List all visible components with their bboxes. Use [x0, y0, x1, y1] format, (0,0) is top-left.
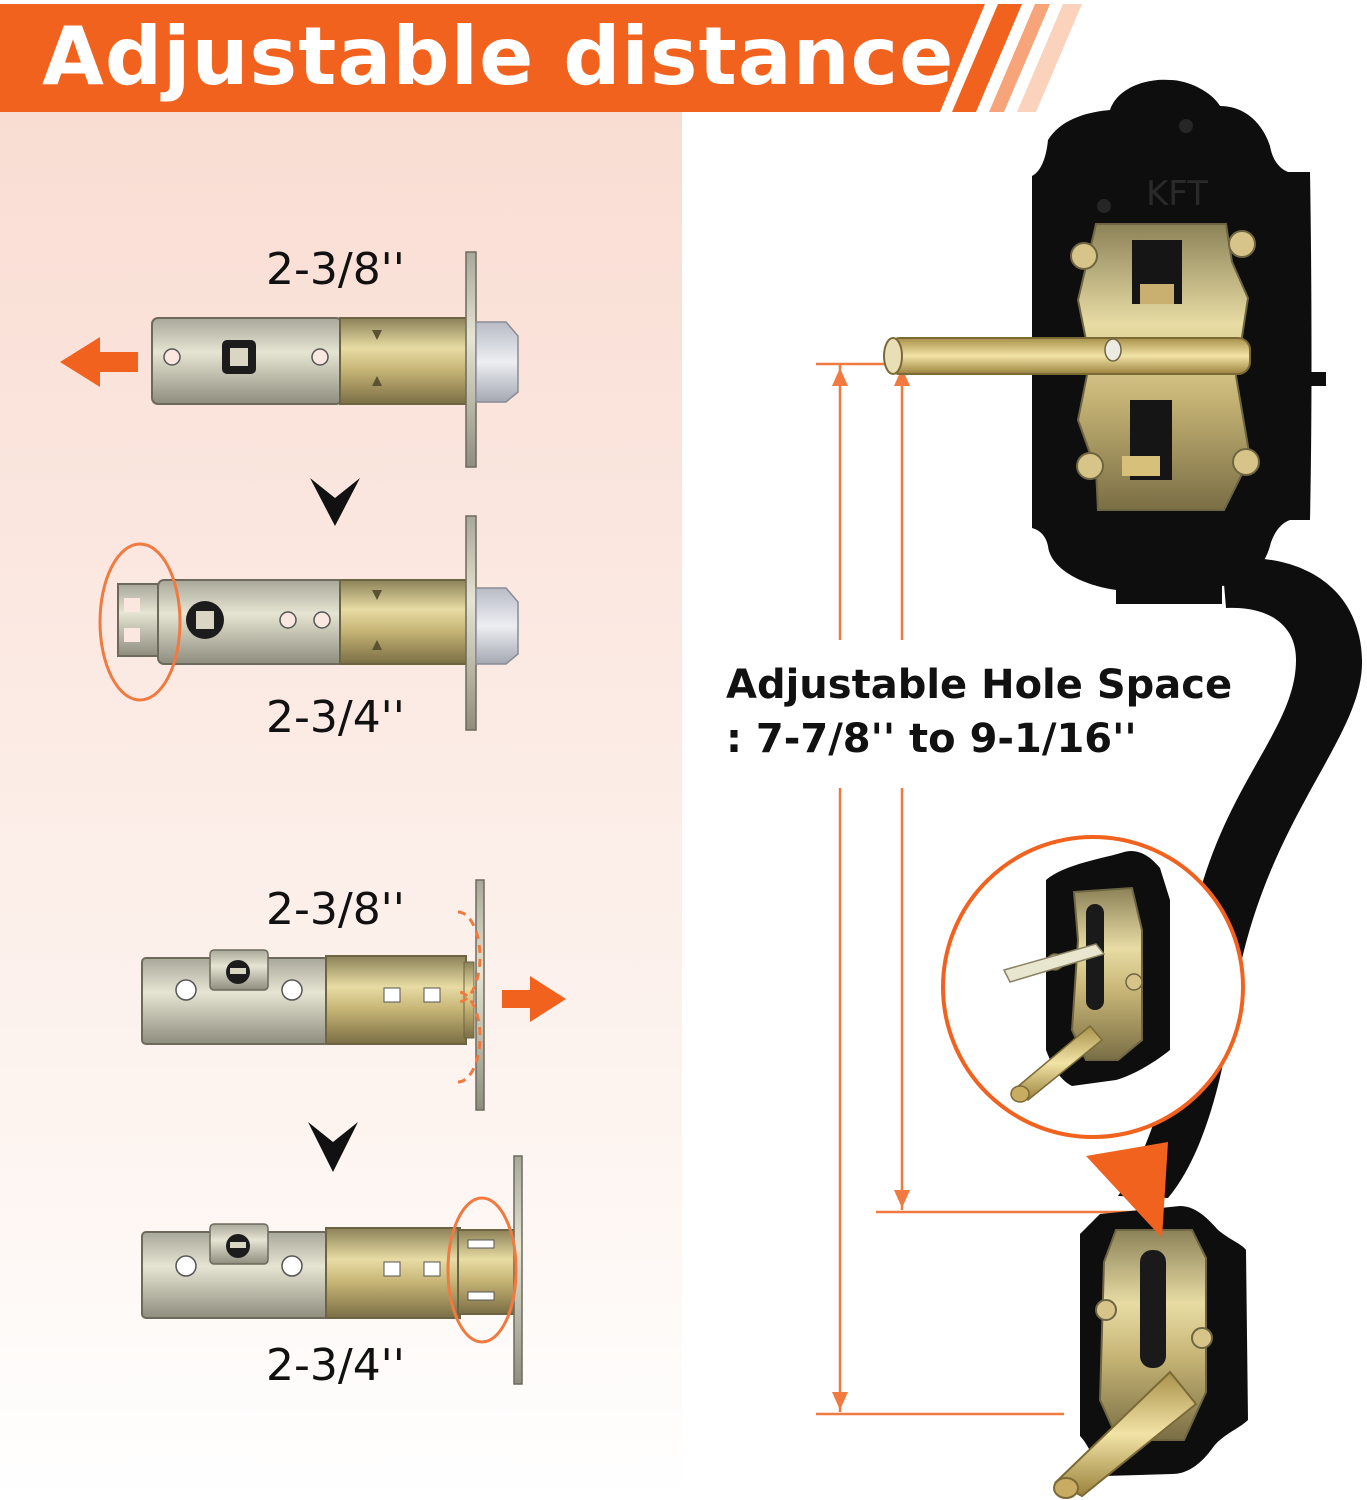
latch-size-label-2: 2-3/4'': [266, 692, 405, 743]
dimension-arrowheads: [832, 368, 910, 1410]
down-chevron-icon-2: [308, 1122, 358, 1172]
left-arrow-icon: [60, 337, 138, 387]
banner-shape: [0, 4, 1082, 112]
plate-mark: KFT: [1146, 174, 1208, 214]
detail-zoom-inset: [941, 835, 1245, 1238]
banner-title: Adjustable distance: [42, 10, 955, 103]
right-arrow-icon: [502, 976, 566, 1022]
latch-2: [117, 515, 519, 731]
header-banner: Adjustable distance: [0, 0, 1100, 112]
latch-1: [151, 251, 519, 468]
latch-size-label-3: 2-3/8'': [266, 884, 405, 935]
hole-space-title: Adjustable Hole Space: [726, 662, 1233, 708]
down-chevron-icon: [310, 478, 360, 526]
latch-size-label-1: 2-3/8'': [266, 244, 405, 295]
handleset-grip: KFT: [883, 79, 1363, 1499]
highlight-ring-2: [446, 1196, 518, 1344]
hole-space-range: : 7-7/8'' to 9-1/16'': [726, 716, 1137, 762]
latch-4: [141, 1155, 523, 1385]
latch-size-label-4: 2-3/4'': [266, 1340, 405, 1391]
latch-3: [141, 879, 485, 1111]
highlight-ring: [98, 542, 182, 702]
